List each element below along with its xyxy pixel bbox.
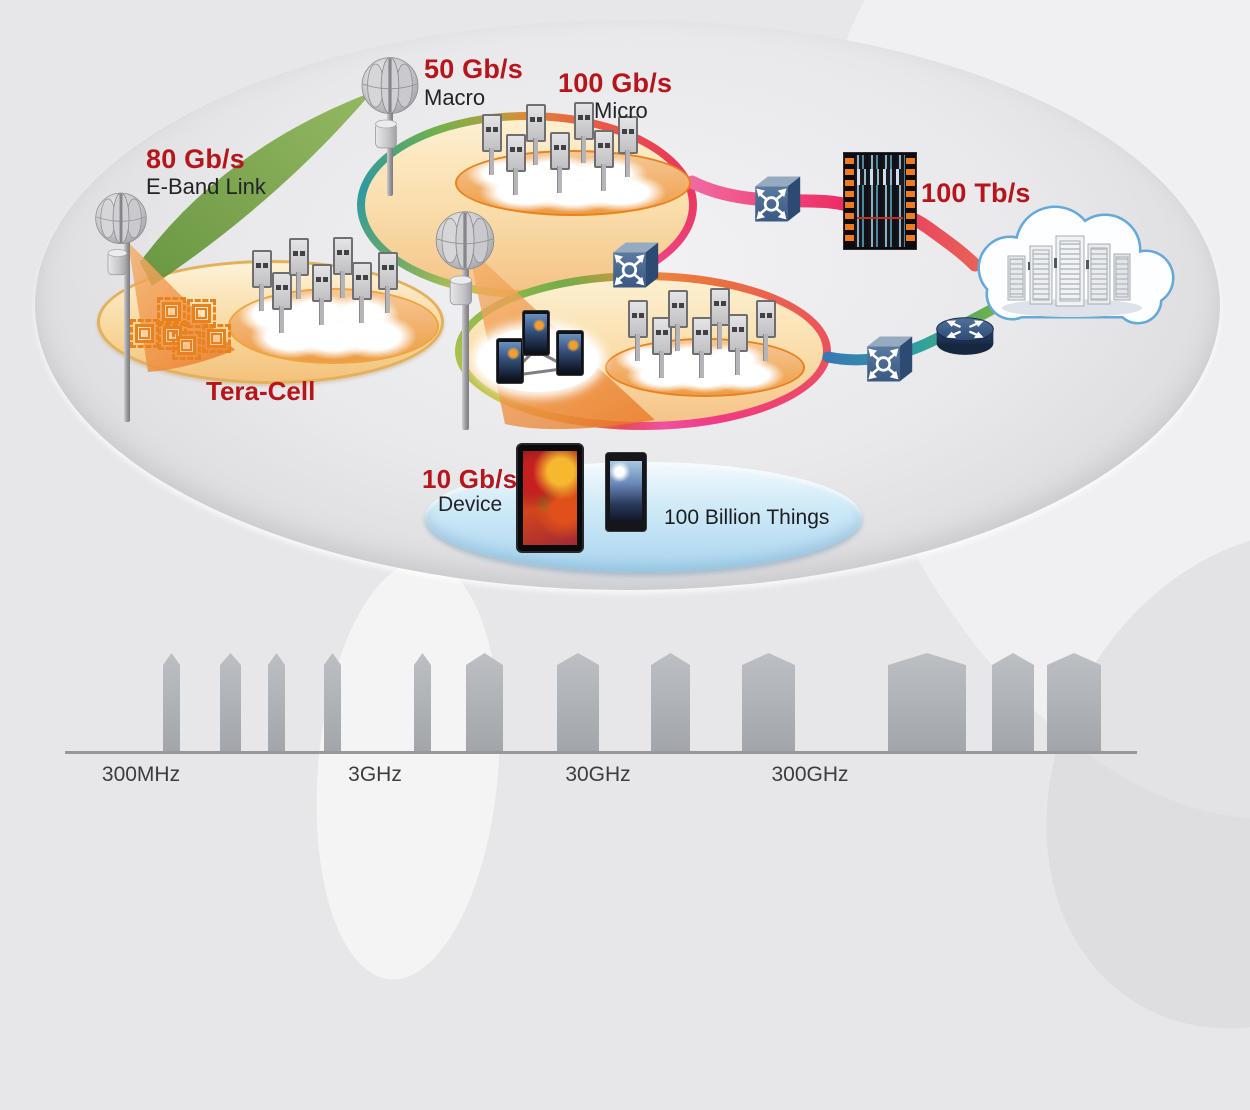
iot-chip-icon xyxy=(187,299,216,328)
iot-chip-icon xyxy=(130,319,159,348)
axis-tick-label: 300MHz xyxy=(101,763,181,786)
small-cell-icon xyxy=(482,114,502,175)
spectrum-bar xyxy=(992,653,1034,752)
optical-chip-icon xyxy=(843,152,917,250)
tera-smallcell-cluster xyxy=(228,288,439,364)
eband-antenna-pole xyxy=(124,240,130,422)
smartphone-icon xyxy=(605,452,647,532)
micro-antenna-pole xyxy=(462,255,469,430)
small-cell-icon xyxy=(618,116,638,177)
iot-chip-icon xyxy=(172,331,201,360)
eband-antenna-icon xyxy=(92,188,150,282)
d2d-phone-icon xyxy=(522,310,550,356)
device-rate-label: 10 Gb/s xyxy=(422,464,518,494)
spectrum-bar xyxy=(742,653,795,752)
device-name-label: Device xyxy=(438,493,503,516)
watermark-petal xyxy=(300,552,516,988)
spectrum-bar xyxy=(163,653,180,752)
small-cell-icon xyxy=(550,132,570,193)
spectrum-bar xyxy=(324,653,341,752)
chip-die xyxy=(855,155,905,247)
spectrum-bar xyxy=(268,653,285,752)
spectrum-bar xyxy=(557,653,599,752)
small-cell-icon xyxy=(289,238,309,299)
micro-name-label: Micro xyxy=(594,98,648,123)
spectrum-bar xyxy=(888,653,966,752)
small-cell-icon xyxy=(628,300,648,361)
small-cell-icon xyxy=(378,252,398,313)
small-cell-icon xyxy=(692,317,712,378)
diagram-canvas: 50 Gb/s Macro 100 Gb/s Micro 80 Gb/s E-B… xyxy=(35,20,1220,988)
macro-name-label: Macro xyxy=(424,85,486,110)
chip-pads-right xyxy=(906,158,915,244)
d2d-phone-icon xyxy=(496,338,524,384)
spectrum-axis xyxy=(65,751,1137,754)
small-cell-icon xyxy=(352,262,372,323)
tablet-screen xyxy=(523,451,577,545)
micro-rate-label: 100 Gb/s xyxy=(558,68,673,98)
axis-tick-label: 300GHz xyxy=(771,763,849,786)
small-cell-icon xyxy=(710,288,730,349)
smartphone-screen xyxy=(610,461,642,521)
chip-pads-left xyxy=(845,158,854,244)
tablet-icon xyxy=(516,443,584,553)
things-label: 100 Billion Things xyxy=(664,506,830,529)
small-cell-icon xyxy=(312,264,332,325)
small-cell-icon xyxy=(506,134,526,195)
small-cell-icon xyxy=(728,314,748,375)
small-cell-icon xyxy=(756,300,776,361)
micro-antenna-icon xyxy=(432,206,498,313)
datacenter-cloud-icon xyxy=(977,205,1175,325)
tera-cell-label: Tera-Cell xyxy=(206,376,316,406)
spectrum-bar xyxy=(220,653,241,752)
core-rate-label: 100 Tb/s xyxy=(921,178,1031,208)
spectrum-bar xyxy=(414,653,431,752)
micro-smallcell-cluster xyxy=(455,150,691,216)
axis-tick-label: 30GHz xyxy=(565,763,631,786)
switch-icon xyxy=(748,172,802,226)
spectrum-bar xyxy=(651,653,690,752)
switch-icon xyxy=(860,332,914,386)
small-cell-icon xyxy=(594,130,614,191)
watermark-petal xyxy=(958,449,1250,1110)
spectrum-bar xyxy=(466,653,503,752)
eband-rate-label: 80 Gb/s xyxy=(146,144,245,174)
eband-name-label: E-Band Link xyxy=(146,174,266,199)
small-cell-icon xyxy=(272,272,292,333)
small-cell-icon xyxy=(574,102,594,163)
macro-rate-label: 50 Gb/s xyxy=(424,54,523,84)
switch-icon xyxy=(606,238,660,292)
axis-tick-label: 3GHz xyxy=(348,763,402,786)
spectrum-bar xyxy=(1047,653,1101,752)
small-cell-icon xyxy=(333,237,353,298)
server-racks xyxy=(1007,235,1131,307)
iot-chip-icon xyxy=(157,297,186,326)
d2d-phone-icon xyxy=(556,330,584,376)
small-cell-icon xyxy=(668,290,688,351)
small-cell-icon xyxy=(526,104,546,165)
macro-antenna-icon xyxy=(358,52,422,156)
small-cell-icon xyxy=(252,250,272,311)
iot-chip-icon xyxy=(202,324,231,353)
